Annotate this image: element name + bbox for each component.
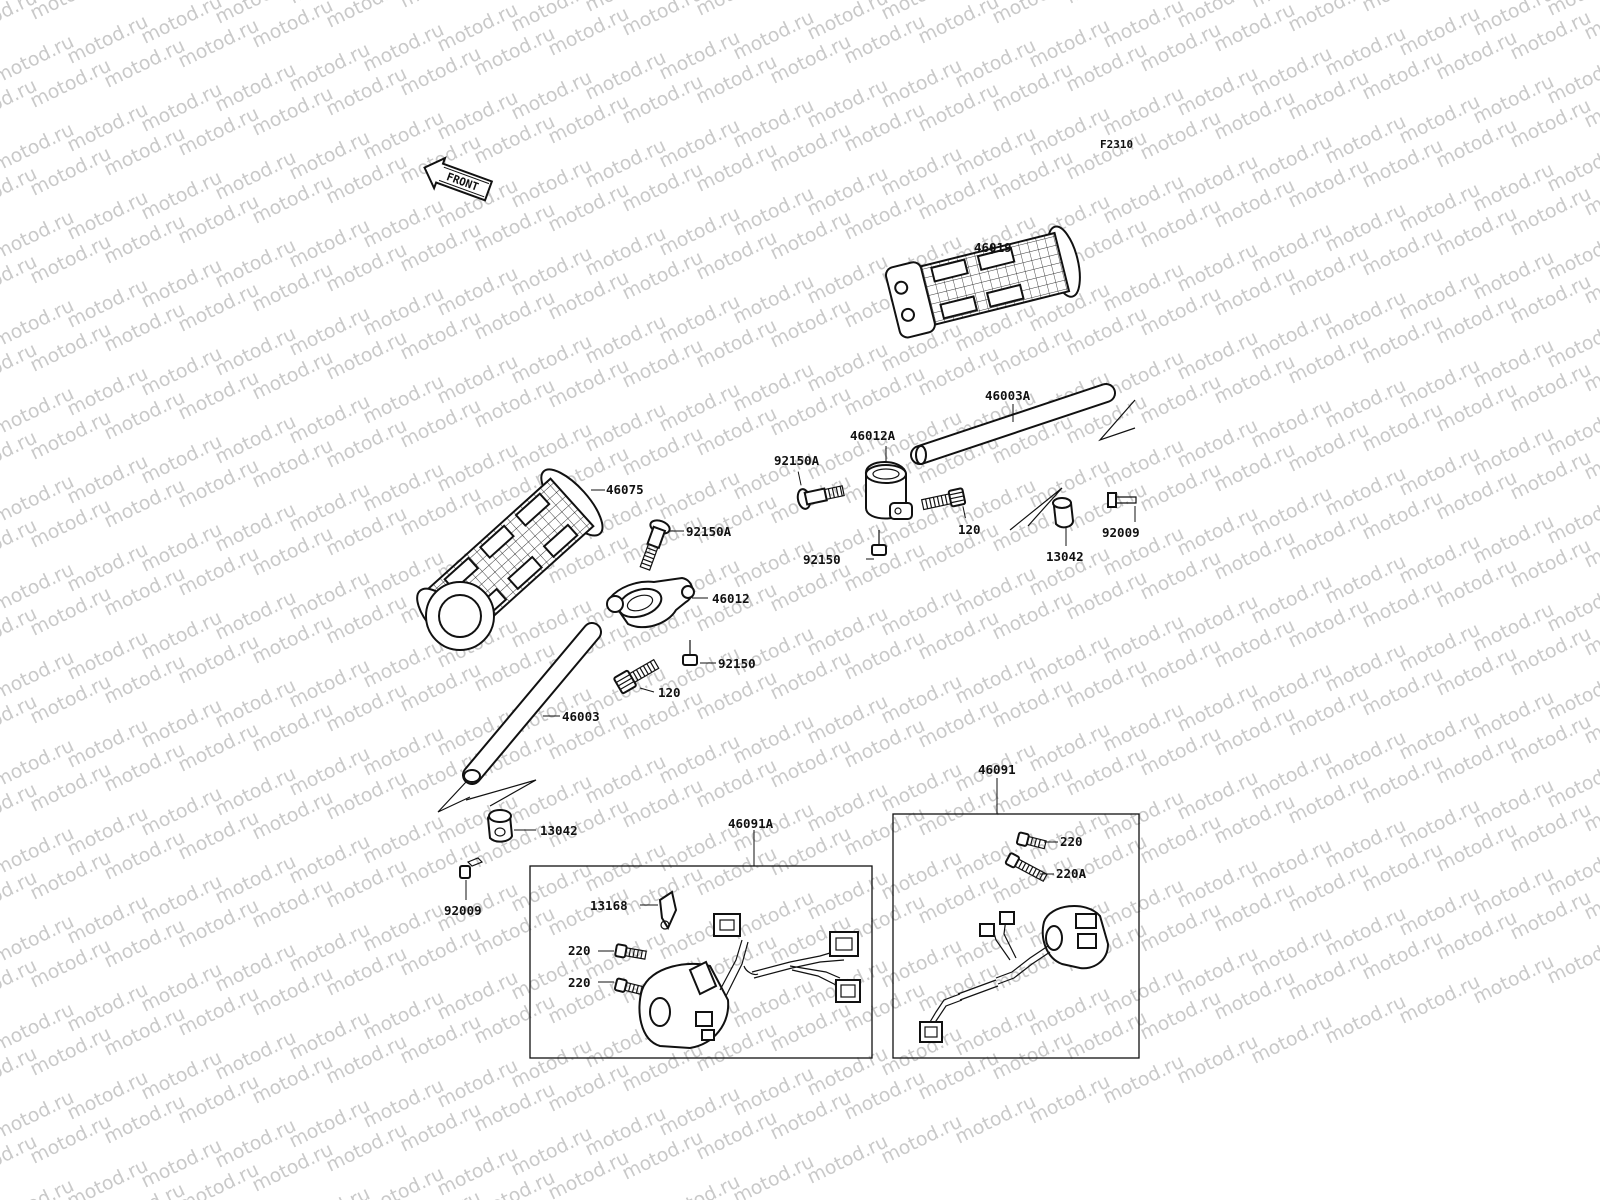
label-92009-left: 92009 [444, 903, 482, 918]
screw-92009-left [459, 857, 484, 900]
left-handle-grip-46075 [416, 468, 605, 651]
watermark-text: motod.ru [878, 1111, 966, 1169]
watermark-text: motod.ru [397, 0, 485, 12]
watermark-text: motod.ru [1285, 0, 1373, 36]
label-46075: 46075 [606, 482, 644, 497]
label-92150A-top: 92150A [774, 453, 820, 468]
left-clamp-holder-46012 [606, 576, 708, 629]
watermark-text: motod.ru [1470, 951, 1558, 1009]
watermark-text: motod.ru [64, 1155, 152, 1200]
label-220-left-a: 220 [568, 943, 591, 958]
bolt-92150A-mid [639, 519, 671, 571]
label-220-right: 220 [1060, 834, 1083, 849]
watermark-text: motod.ru [1396, 971, 1484, 1029]
label-92150A-mid: 92150A [686, 524, 732, 539]
right-clamp-holder-46012A [865, 446, 913, 520]
front-direction-arrow: FRONT [423, 156, 494, 202]
label-92150-left: 92150 [718, 656, 756, 671]
watermark-text: motod.ru [804, 1131, 892, 1189]
collar-13042-left [465, 779, 537, 843]
label-46003: 46003 [562, 709, 600, 724]
label-220-left-b: 220 [568, 975, 591, 990]
label-120-right: 120 [958, 522, 981, 537]
watermark-text: motod.ru [323, 0, 411, 32]
watermark-text: motod.ru [286, 1183, 374, 1200]
watermark-text: motod.ru [693, 0, 781, 20]
left-handlebar-switch-46091A [598, 890, 861, 1050]
watermark-text: motod.ru [952, 1091, 1040, 1149]
right-balancer-rod-46003A [910, 383, 1136, 465]
label-46091: 46091 [978, 762, 1016, 777]
diagram-code-label: F2310 [1100, 138, 1133, 151]
watermark-text: motod.ru [1322, 991, 1410, 1049]
watermark-text: motod.ru [1174, 1031, 1262, 1089]
left-switch-assembly-frame-46091A [529, 865, 873, 1059]
screw-92009-right [1107, 492, 1137, 522]
label-92150-right: 92150 [803, 552, 841, 567]
watermark-text: motod.ru [27, 0, 115, 24]
watermark-text: motod.ru [656, 1171, 744, 1200]
label-46012A: 46012A [850, 428, 896, 443]
bolt-120-left [613, 658, 660, 695]
label-13042-right: 13042 [1046, 549, 1084, 564]
collar-13042-right [1009, 487, 1075, 546]
right-handlebar-switch-46091 [919, 831, 1110, 1043]
label-46012: 46012 [712, 591, 750, 606]
right-switch-assembly-frame-46091 [892, 813, 1140, 1059]
label-13042-left: 13042 [540, 823, 578, 838]
label-220A: 220A [1056, 866, 1087, 881]
watermark-text: motod.ru [1026, 1071, 1114, 1129]
watermark-text: motod.ru [989, 0, 1077, 28]
watermark-text: motod.ru [1248, 1011, 1336, 1069]
watermark-text: motod.ru [619, 0, 707, 40]
screw-92150-right [866, 530, 887, 560]
label-92009-right: 92009 [1102, 525, 1140, 540]
label-13168: 13168 [590, 898, 628, 913]
bolt-120-right [920, 487, 967, 519]
right-throttle-grip-46019 [884, 225, 1081, 339]
screw-92150-left [682, 640, 716, 666]
left-balancer-rod-46003 [437, 622, 602, 813]
watermark-text: motod.ru [1063, 0, 1151, 8]
label-46019: 46019 [974, 240, 1012, 255]
watermark-text: motod.ru [1100, 1051, 1188, 1109]
label-46091A: 46091A [728, 816, 774, 831]
label-46003A: 46003A [985, 388, 1031, 403]
watermark-text: motod.ru [1359, 0, 1447, 16]
bolt-92150A-top [796, 471, 845, 510]
watermark-text: motod.ru [730, 1151, 818, 1200]
label-120-left: 120 [658, 685, 681, 700]
watermark-text: motod.ru [101, 0, 189, 4]
